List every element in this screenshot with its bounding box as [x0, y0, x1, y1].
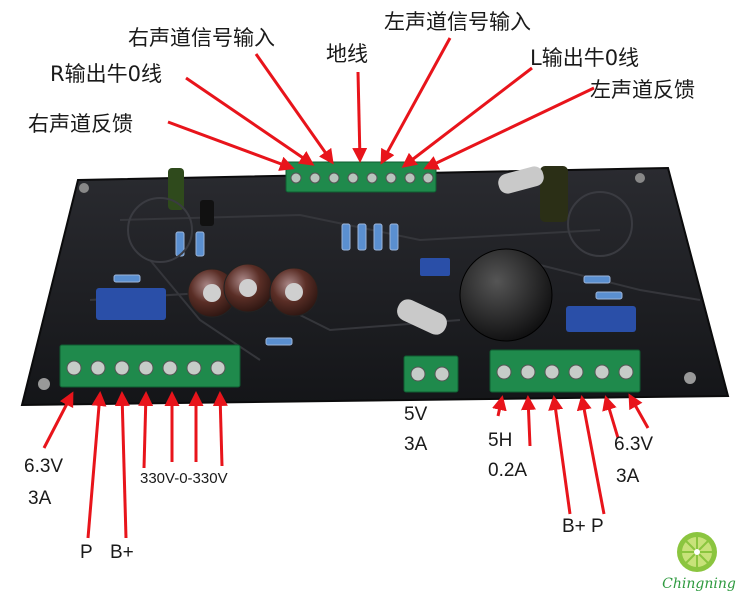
label-l-output-0: L输出牛0线: [530, 46, 640, 70]
label-3a-left: 3A: [28, 488, 52, 509]
label-r-output-0: R输出牛0线: [50, 62, 162, 86]
top-terminal-block: [285, 161, 437, 193]
label-330v: 330V-0-330V: [140, 470, 228, 487]
5v-terminal-block: [403, 355, 459, 393]
label-ground: 地线: [326, 42, 368, 66]
label-bplus-left: B+: [110, 542, 134, 563]
label-3a-mid: 3A: [404, 434, 428, 455]
label-left-feedback: 左声道反馈: [590, 78, 695, 102]
label-3a-right: 3A: [616, 466, 640, 487]
label-bplus-p-right: B+ P: [562, 516, 604, 537]
label-p-left: P: [80, 542, 93, 563]
brand-logo: Chingning: [654, 530, 740, 600]
brand-logo-text: Chingning: [662, 576, 736, 592]
film-capacitors: [96, 258, 636, 332]
bottom-right-terminal-block: [489, 349, 641, 393]
label-right-signal-in: 右声道信号输入: [128, 26, 275, 50]
label-5v: 5V: [404, 404, 428, 425]
label-63v-right: 6.3V: [614, 434, 654, 455]
label-right-feedback: 右声道反馈: [28, 112, 133, 136]
resistors: [113, 223, 623, 346]
label-5h: 5H: [488, 430, 513, 451]
capacitors: [168, 166, 568, 342]
bottom-left-terminal-block: [59, 344, 241, 388]
label-left-signal-in: 左声道信号输入: [384, 10, 531, 34]
power-resistor: [397, 299, 447, 335]
label-02a: 0.2A: [488, 460, 528, 481]
lime-icon: [677, 532, 717, 572]
label-63v-left: 6.3V: [24, 456, 64, 477]
